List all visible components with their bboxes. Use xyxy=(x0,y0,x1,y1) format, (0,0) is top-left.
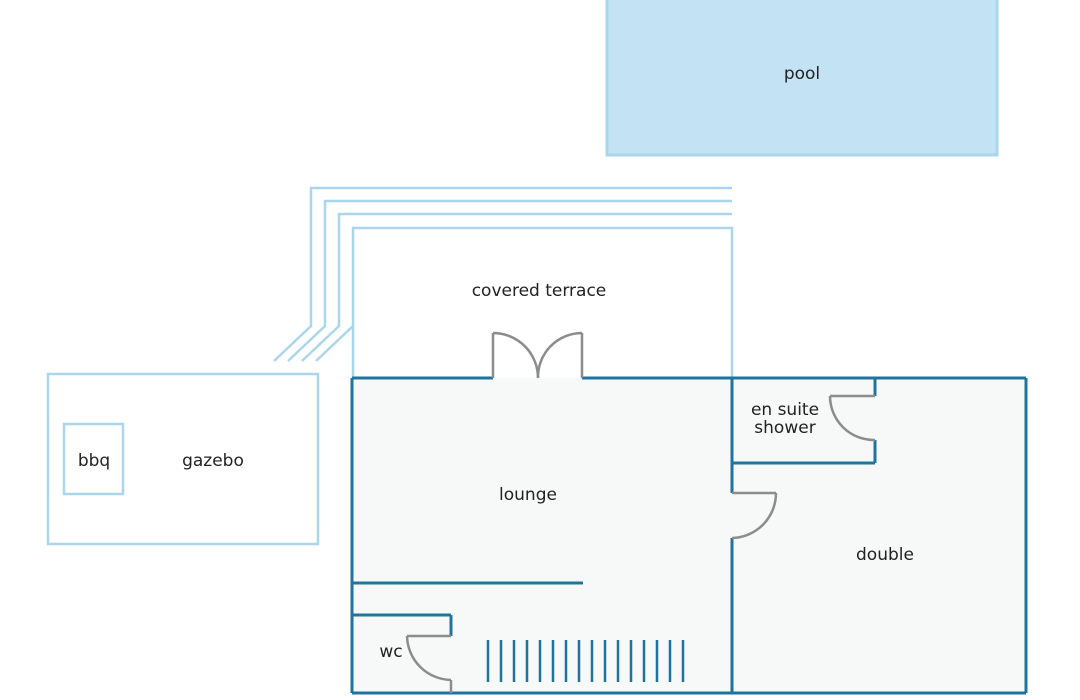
shower-door xyxy=(828,394,876,442)
pool-area xyxy=(605,0,999,157)
label-double: double xyxy=(856,545,914,565)
gazebo-outline xyxy=(46,372,320,546)
interior-floor xyxy=(352,378,1026,693)
label-wc: wc xyxy=(379,642,402,662)
interior-walls xyxy=(350,376,1028,695)
terrace-double-door xyxy=(491,331,584,379)
label-covered-terrace: covered terrace xyxy=(472,281,607,301)
label-bbq: bbq xyxy=(78,451,110,471)
staircase xyxy=(486,640,685,682)
wc-door xyxy=(405,634,453,693)
label-pool: pool xyxy=(784,64,820,84)
terrace-outline xyxy=(273,186,734,378)
label-en-suite-shower-line2: shower xyxy=(754,418,815,438)
bbq-outline xyxy=(62,422,125,496)
label-gazebo: gazebo xyxy=(182,451,244,471)
double-room-door xyxy=(731,491,778,540)
label-lounge: lounge xyxy=(499,485,557,505)
label-en-suite-shower-line1: en suite xyxy=(751,400,819,420)
